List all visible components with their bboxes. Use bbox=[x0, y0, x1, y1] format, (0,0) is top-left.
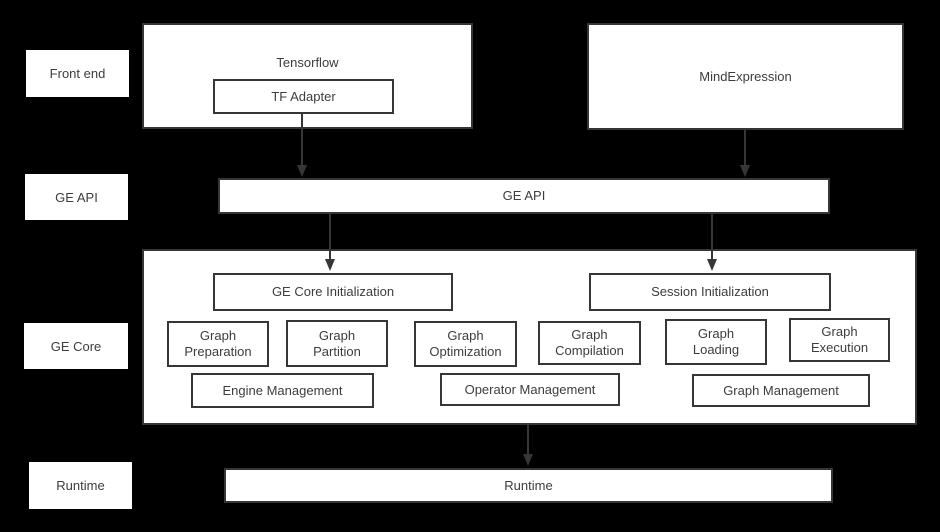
engine-management-box: Engine Management bbox=[191, 373, 374, 408]
arrow-down-icon bbox=[740, 165, 750, 177]
ge-core-container-box: GE Core Initialization Session Initializ… bbox=[142, 249, 917, 425]
tf-adapter-box: TF Adapter bbox=[213, 79, 394, 114]
ge-core-initialization-box: GE Core Initialization bbox=[213, 273, 453, 311]
arrow-down-icon bbox=[297, 165, 307, 177]
graph-management-box: Graph Management bbox=[692, 374, 870, 407]
ge-core-initialization-label: GE Core Initialization bbox=[271, 284, 395, 299]
mindexpression-box: MindExpression bbox=[587, 23, 904, 130]
side-label-runtime: Runtime bbox=[29, 462, 132, 509]
ge-api-bar: GE API bbox=[218, 178, 830, 214]
tensorflow-label: Tensorflow bbox=[276, 55, 339, 70]
operator-management-box: Operator Management bbox=[440, 373, 620, 406]
session-initialization-label: Session Initialization bbox=[651, 284, 769, 299]
arrow-ge-core-to-runtime bbox=[527, 425, 529, 454]
mindexpression-label: MindExpression bbox=[699, 68, 792, 84]
runtime-bar-label: Runtime bbox=[504, 477, 553, 493]
operator-management-label: Operator Management bbox=[464, 381, 596, 397]
session-initialization-box: Session Initialization bbox=[589, 273, 831, 311]
runtime-bar: Runtime bbox=[224, 468, 833, 503]
tensorflow-box: Tensorflow TF Adapter bbox=[142, 23, 473, 129]
arrow-mindexpression-to-ge-api bbox=[744, 130, 746, 165]
side-label-ge-api: GE API bbox=[25, 174, 128, 220]
arrow-ge-api-to-ge-core-init bbox=[329, 214, 331, 259]
arrow-down-icon bbox=[523, 454, 533, 466]
graph-management-label: Graph Management bbox=[723, 382, 839, 398]
side-label-front-end: Front end bbox=[26, 50, 129, 97]
ge-api-bar-label: GE API bbox=[502, 188, 546, 203]
arrow-tf-adapter-to-ge-api bbox=[301, 114, 303, 165]
tf-adapter-label: TF Adapter bbox=[271, 88, 336, 104]
arrow-ge-api-to-session-init bbox=[711, 214, 713, 259]
arrow-down-icon bbox=[325, 259, 335, 271]
engine-management-label: Engine Management bbox=[222, 382, 343, 398]
side-label-ge-core: GE Core bbox=[24, 323, 128, 369]
arrow-down-icon bbox=[707, 259, 717, 271]
